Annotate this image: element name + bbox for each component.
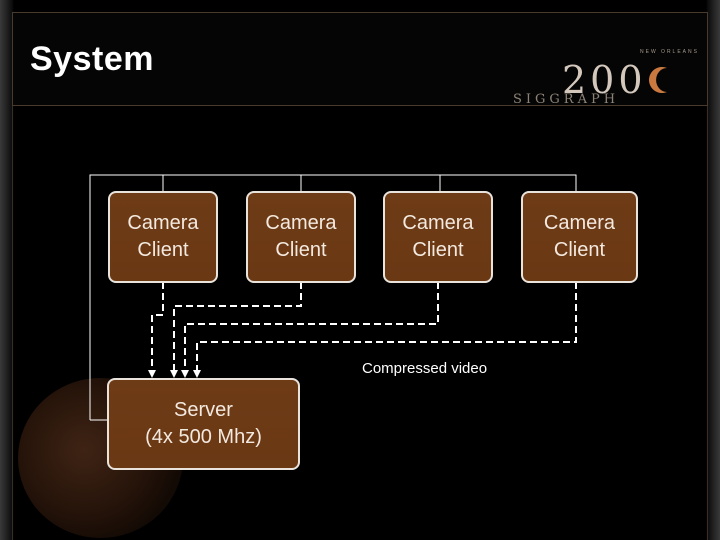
arrowhead-4 [193, 370, 201, 378]
edge-label-compressed-video: Compressed video [362, 360, 488, 377]
connector-camera1-dashed [151, 282, 164, 370]
solid-connectors [89, 174, 577, 421]
crescent-moon-icon [648, 67, 667, 93]
logo-acronym: SIGGRAPH [513, 92, 620, 107]
connector-camera1-solid [89, 174, 577, 420]
slide-title: System [30, 40, 154, 78]
arrowhead-3 [181, 370, 189, 378]
node-label-line2: (4x 500 Mhz) [145, 426, 262, 448]
frame-right-border [707, 106, 708, 540]
node-label-line1: Camera [265, 212, 337, 234]
node-label-line1: Camera [402, 212, 474, 234]
camera-client-node-3: Camera Client [383, 191, 493, 283]
camera-client-node-1: Camera Client [108, 191, 218, 283]
arrowhead-1 [148, 370, 156, 378]
node-label-line2: Client [553, 239, 606, 261]
node-label-line2: Client [137, 239, 189, 261]
connector-camera2-dashed [173, 282, 302, 370]
title-frame [12, 12, 708, 106]
logo-year: 200 [562, 58, 673, 102]
connector-camera4-dashed [196, 282, 577, 370]
camera-client-node-4: Camera Client [521, 191, 638, 283]
logo-number: 200 [562, 58, 647, 102]
arrowhead-2 [170, 370, 178, 378]
node-label-line1: Camera [127, 212, 199, 234]
dashed-connectors [151, 282, 577, 370]
node-label-line1: Camera [543, 212, 616, 234]
camera-client-node-2: Camera Client [246, 191, 356, 283]
node-label-line1: Server [174, 399, 233, 421]
connector-camera3-dashed [184, 282, 439, 370]
logo-city: NEW ORLEANS [640, 49, 699, 55]
server-node: Server (4x 500 Mhz) [107, 378, 300, 470]
node-label-line2: Client [412, 239, 464, 261]
arrowheads [148, 370, 201, 378]
node-label-line2: Client [275, 239, 327, 261]
frame-left-border [12, 106, 13, 540]
